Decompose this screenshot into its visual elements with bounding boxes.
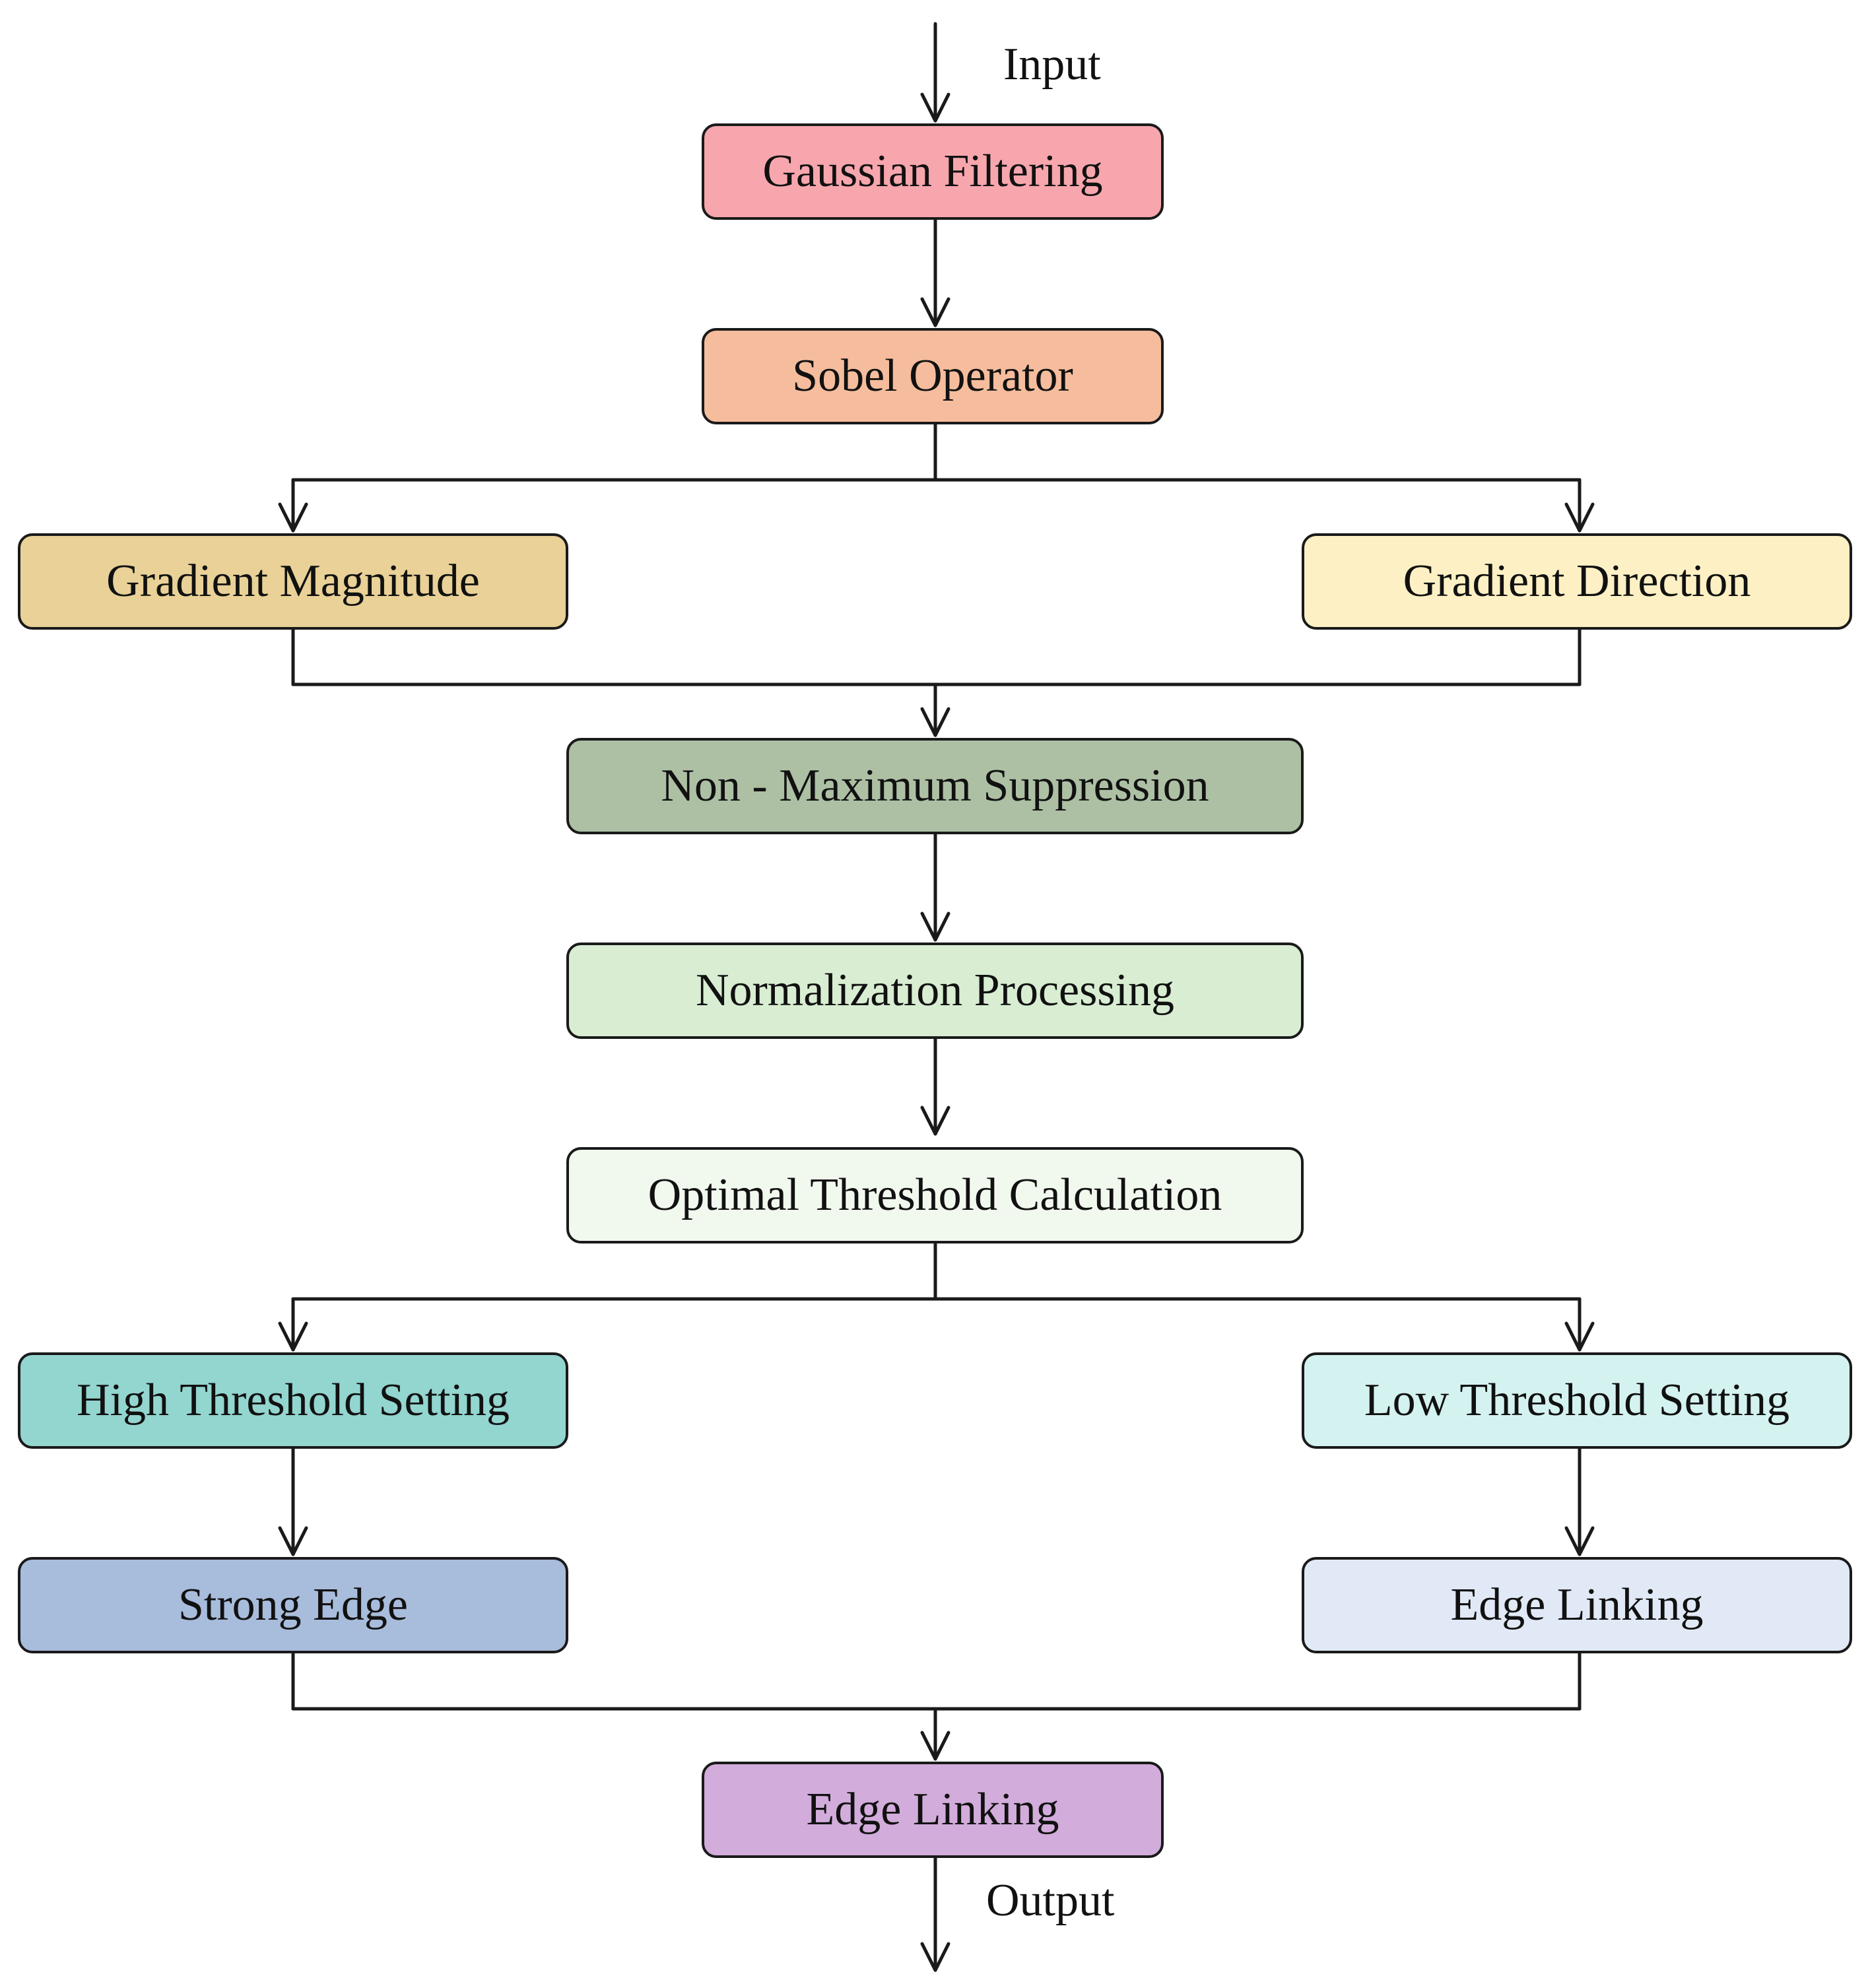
node-non-maximum-suppression: Non - Maximum Suppression <box>566 738 1304 834</box>
arrowhead-optimal <box>920 1106 951 1136</box>
arrowhead-strong <box>278 1526 308 1556</box>
node-edge-linking-right: Edge Linking <box>1302 1557 1852 1653</box>
arrowhead-grad-dir <box>1564 502 1595 533</box>
node-normalization-processing: Normalization Processing <box>566 943 1304 1039</box>
arrowhead-sobel <box>920 297 951 327</box>
node-low-threshold-setting: Low Threshold Setting <box>1302 1352 1852 1449</box>
node-sobel-operator-label: Sobel Operator <box>792 350 1073 401</box>
node-sobel-operator: Sobel Operator <box>702 328 1164 424</box>
node-edge-linking-final-label: Edge Linking <box>806 1784 1059 1835</box>
input-label: Input <box>1003 39 1101 90</box>
node-gaussian-filtering: Gaussian Filtering <box>702 123 1164 220</box>
node-strong-edge-label: Strong Edge <box>178 1579 409 1630</box>
node-gradient-direction: Gradient Direction <box>1302 533 1852 630</box>
node-non-maximum-suppression-label: Non - Maximum Suppression <box>661 760 1209 811</box>
output-label: Output <box>986 1875 1115 1926</box>
node-gradient-magnitude-label: Gradient Magnitude <box>106 556 480 607</box>
arrowhead-output <box>920 1942 951 1972</box>
node-gradient-magnitude: Gradient Magnitude <box>18 533 568 630</box>
node-strong-edge: Strong Edge <box>18 1557 568 1653</box>
arrowhead-low <box>1564 1321 1595 1352</box>
arrowhead-gaussian <box>920 92 951 123</box>
node-high-threshold-setting-label: High Threshold Setting <box>77 1375 510 1426</box>
node-optimal-threshold-calculation-label: Optimal Threshold Calculation <box>648 1170 1222 1220</box>
node-gaussian-filtering-label: Gaussian Filtering <box>762 146 1103 197</box>
node-edge-linking-final: Edge Linking <box>702 1762 1164 1858</box>
node-normalization-processing-label: Normalization Processing <box>695 965 1175 1016</box>
node-high-threshold-setting: High Threshold Setting <box>18 1352 568 1449</box>
arrowhead-edgelink-1 <box>1564 1526 1595 1556</box>
node-edge-linking-right-label: Edge Linking <box>1450 1579 1704 1630</box>
node-gradient-direction-label: Gradient Direction <box>1403 556 1751 607</box>
arrowhead-edgelink-2 <box>920 1731 951 1761</box>
arrowhead-high <box>278 1321 308 1352</box>
node-optimal-threshold-calculation: Optimal Threshold Calculation <box>566 1147 1304 1243</box>
arrowhead-nms <box>920 707 951 737</box>
node-low-threshold-setting-label: Low Threshold Setting <box>1364 1375 1790 1426</box>
arrowhead-grad-mag <box>278 502 308 533</box>
arrowhead-norm <box>920 911 951 942</box>
